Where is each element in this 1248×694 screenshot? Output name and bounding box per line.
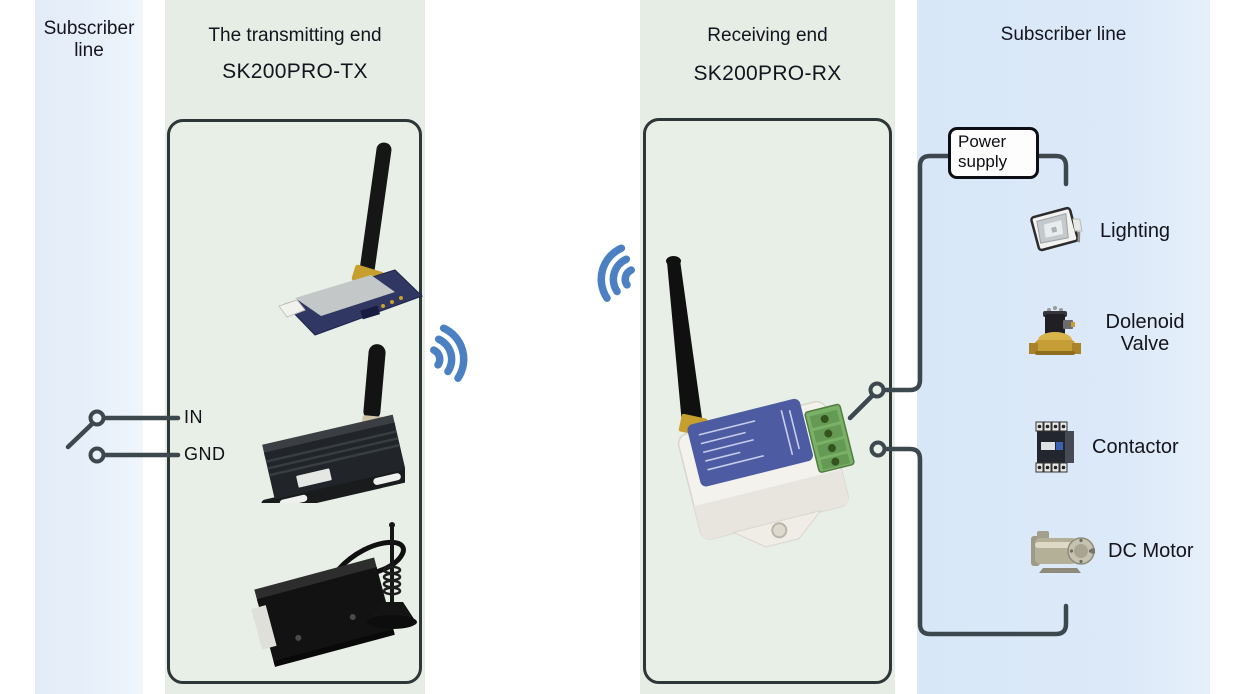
model-label: SK200PRO-RX [693, 62, 842, 85]
industrial-modem-image [251, 522, 417, 667]
input-switch-symbol [65, 409, 181, 464]
floodlight-icon [1030, 206, 1083, 252]
receiver-unit-image [666, 256, 855, 548]
panel-transmitting-end: The transmitting end SK200PRO-TX [165, 0, 425, 694]
panel-subscriber-line-left: Subscriber line [35, 0, 143, 694]
wireless-signal-right-icon [597, 244, 635, 302]
power-supply-label: Power supply [948, 127, 1039, 179]
panel-title: Receiving end [707, 25, 828, 46]
radio-modem-image [261, 344, 405, 503]
load-label: DC Motor [1108, 539, 1194, 562]
load-label: Contactor [1092, 435, 1179, 458]
load-label: Dolenoid Valve [1105, 311, 1185, 355]
panel-subscriber-line-right: Subscriber line Power supply Lighting [917, 0, 1210, 694]
relay-output-switch-symbol [847, 153, 1069, 637]
in-label: IN [184, 407, 203, 427]
solenoid-valve-icon [1029, 306, 1081, 355]
panel-title: Subscriber line [1000, 24, 1127, 45]
model-label: SK200PRO-TX [222, 60, 368, 83]
panel-title: The transmitting end [208, 25, 382, 46]
dc-motor-icon [1031, 531, 1095, 573]
load-row: DC Motor [1029, 526, 1194, 576]
wireless-signal-left-icon [430, 324, 468, 382]
rf-module-image [278, 142, 423, 336]
load-row: Dolenoid Valve [1029, 303, 1196, 363]
load-row: Contactor [1029, 418, 1179, 476]
contactor-icon [1035, 421, 1074, 473]
gnd-label: GND [184, 444, 226, 464]
panel-title: Subscriber line [43, 18, 135, 61]
load-row: Lighting [1029, 204, 1170, 258]
load-label: Lighting [1100, 219, 1171, 242]
panel-receiving-end: Receiving end SK200PRO-RX [640, 0, 895, 694]
